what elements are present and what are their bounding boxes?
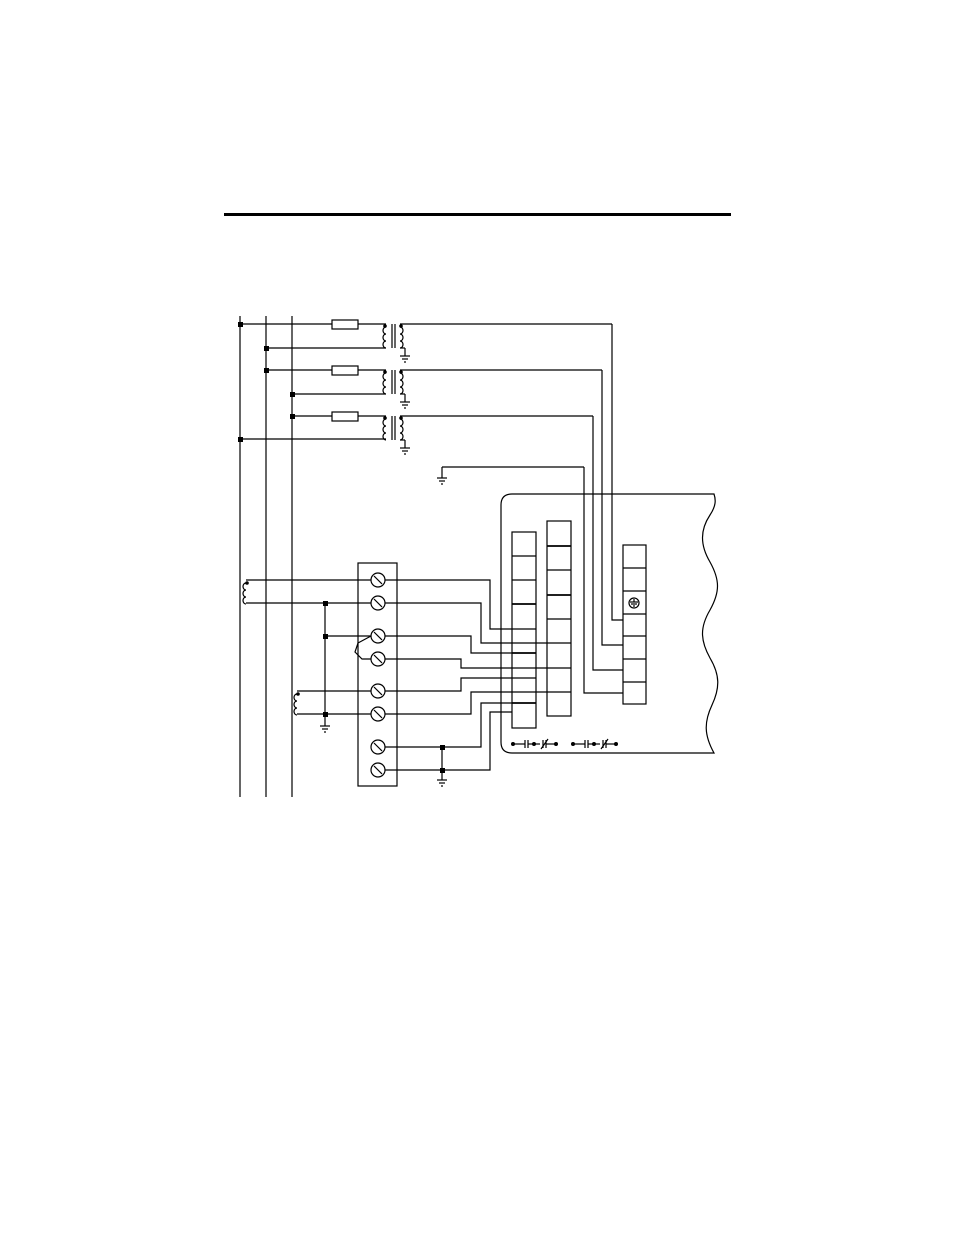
meter-terminal-strip-c <box>623 545 646 704</box>
potential-transformer-2 <box>266 366 602 408</box>
potential-transformer-1 <box>240 320 612 362</box>
terminal-ground <box>437 745 447 786</box>
terminal-block <box>358 563 397 786</box>
meter-terminal-strip-b <box>547 521 571 716</box>
contact-icon-right <box>571 739 618 749</box>
contact-icon-left <box>511 739 558 749</box>
contact-symbols <box>511 739 618 749</box>
reference-ground <box>437 467 584 484</box>
current-transformer-1 <box>243 580 371 604</box>
fuse-2 <box>332 366 358 375</box>
meter-terminal-strip-a <box>512 532 536 728</box>
fuse-1 <box>332 320 358 329</box>
pt-wires <box>584 324 623 693</box>
fuse-3 <box>332 412 358 421</box>
bus-lines <box>240 316 292 797</box>
